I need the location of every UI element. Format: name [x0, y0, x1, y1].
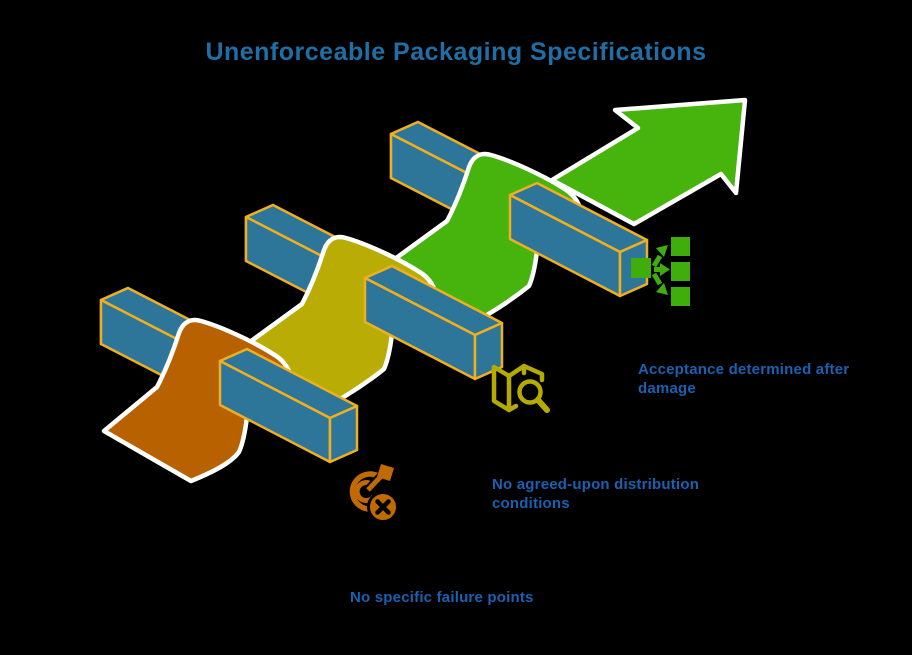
- step-label-failure-points: No specific failure points: [350, 589, 534, 606]
- distribute-icon: [631, 237, 690, 306]
- map-search-icon: [491, 363, 550, 413]
- step-label-distribution-conditions: No agreed-upon distribution conditions: [492, 476, 700, 512]
- step-label-acceptance-damage: Acceptance determined after damage: [638, 361, 850, 397]
- page-title: Unenforceable Packaging Specifications: [205, 38, 707, 66]
- growth-arrow: [549, 97, 748, 227]
- target-crossed-icon: [349, 464, 399, 523]
